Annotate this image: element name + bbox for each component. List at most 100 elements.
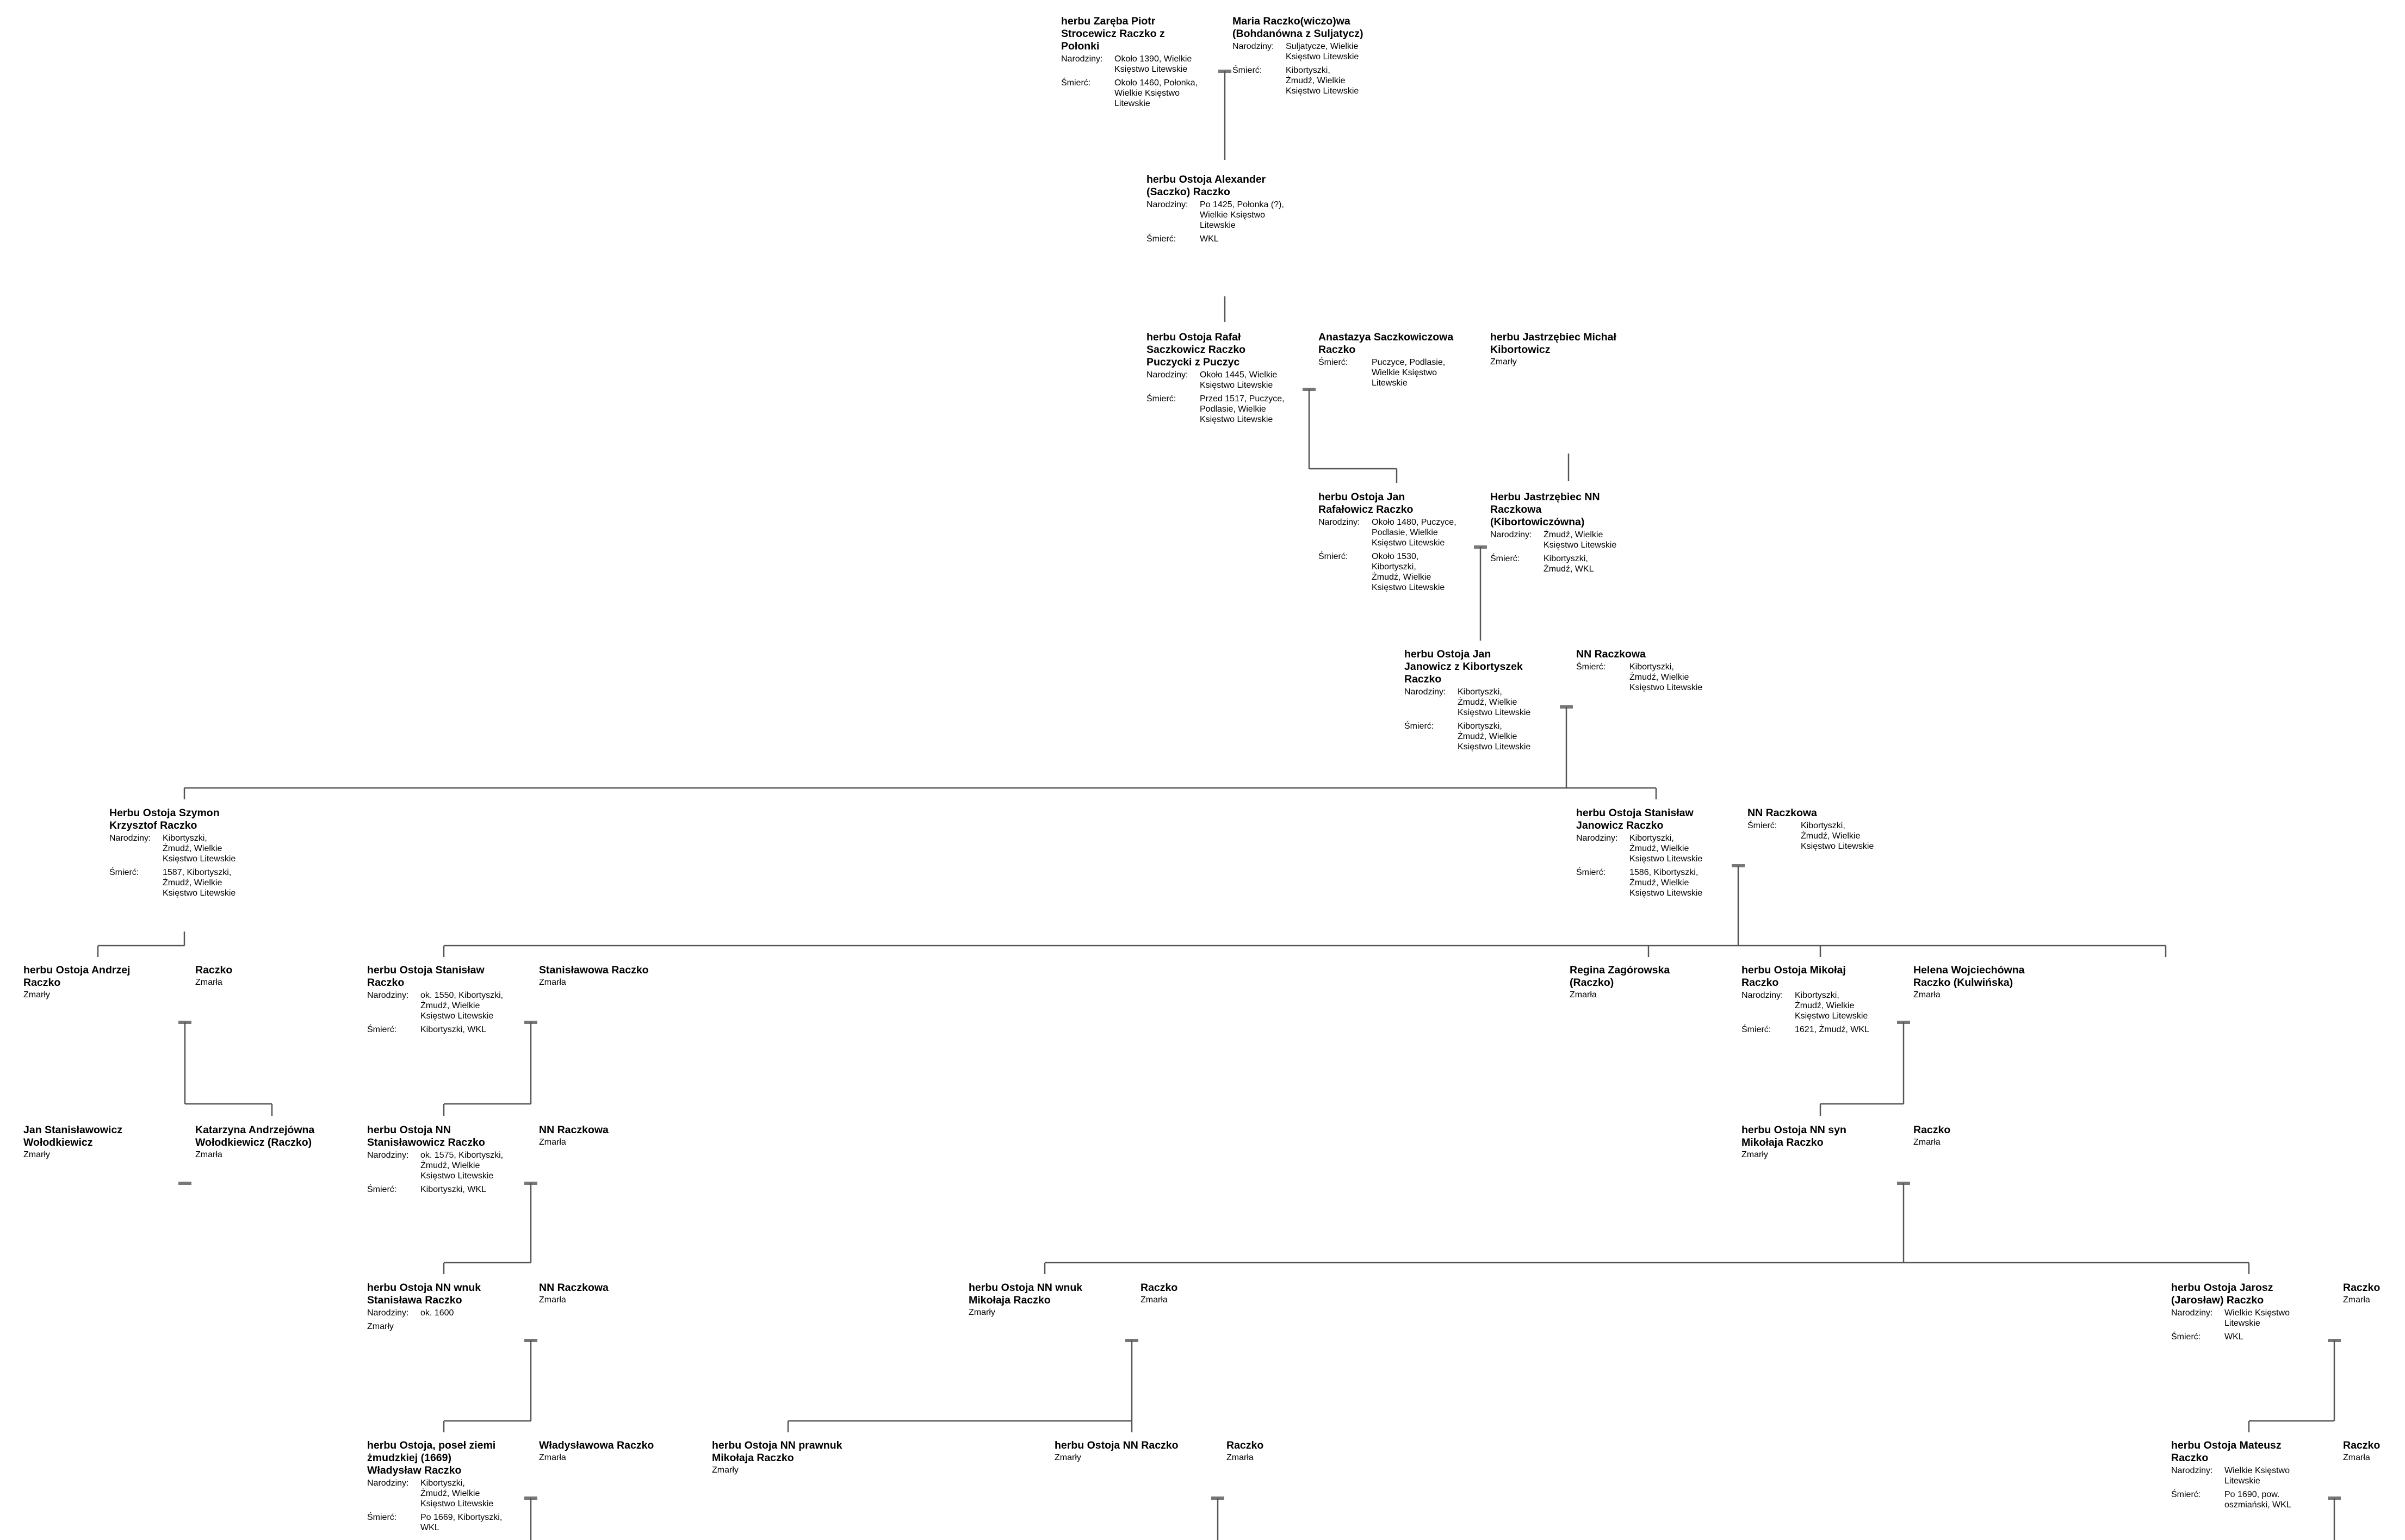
person-name: Anastazya Saczkowiczowa Raczko [1318,331,1454,356]
death-row: Śmierć:1621, Żmudź, WKL [1741,1024,1905,1035]
death-row: Śmierć:WKL [1146,234,1310,244]
birth-row: Narodziny:Kibortyszki, Żmudź, Wielkie Ks… [109,833,272,864]
death-label: Śmierć: [1232,66,1262,75]
birth-label: Narodziny: [1741,991,1783,1000]
birth-row: Narodziny:Kibortyszki, Żmudź, Wielkie Ks… [367,1478,530,1509]
person-status: Zmarła [1140,1295,1168,1305]
person-card[interactable]: herbu Zaręba Piotr Strocewicz Raczko z P… [1061,15,1224,109]
person-card[interactable]: Herbu Jastrzębiec NN Raczkowa (Kibortowi… [1490,491,1653,574]
birth-label: Narodziny: [1146,200,1188,209]
person-status: Zmarła [539,1453,566,1462]
birth-value: Po 1425, Połonka (?), Wielkie Księstwo L… [1200,200,1284,230]
person-name: Herbu Ostoja Szymon Krzysztof Raczko [109,807,220,831]
person-status: Zmarła [195,978,222,987]
death-value: Kibortyszki, WKL [420,1185,486,1194]
death-label: Śmierć: [1404,722,1434,731]
person-status: Zmarła [1570,990,1597,999]
person-name: Raczko [1913,1124,1951,1136]
person-card[interactable]: Katarzyna Andrzejówna Wołodkiewicz (Racz… [195,1124,358,1160]
birth-label: Narodziny: [367,1479,409,1488]
birth-row: Narodziny:Około 1480, Puczyce, Podlasie,… [1318,517,1482,548]
person-name: herbu Ostoja Alexander (Saczko) Raczko [1146,173,1266,198]
person-name: herbu Ostoja Andrzej Raczko [23,964,131,989]
death-row: Śmierć:Kibortyszki, Żmudź, WKL [1490,554,1653,574]
person-status: Zmarła [2343,1453,2370,1462]
person-name: herbu Ostoja Stanisław Raczko [367,964,485,989]
person-card[interactable]: Regina Zagórowska (Raczko)Zmarła [1570,964,1733,1000]
death-value: 1621, Żmudź, WKL [1795,1025,1869,1034]
birth-label: Narodziny: [367,991,409,1000]
person-status: Zmarła [1226,1453,1254,1462]
death-label: Śmierć: [1490,554,1520,563]
person-status: Zmarły [1741,1150,1768,1159]
person-card[interactable]: Helena Wojciechówna Raczko (Kulwińska)Zm… [1913,964,2077,1000]
birth-row: Narodziny: Kibortyszki, Żmudź, Wielkie Ks… [1741,990,1905,1021]
person-status: Zmarła [1913,990,1941,999]
person-name: herbu Ostoja Jan Rafałowicz Raczko [1318,491,1414,516]
person-card[interactable]: Maria Raczko(wiczo)wa (Bohdanówna z Sulj… [1232,15,1396,96]
person-name: NN Raczkowa [1576,648,1646,660]
birth-value: Kibortyszki, Żmudź, Wielkie Księstwo Lit… [1795,991,1868,1021]
person-name: Helena Wojciechówna Raczko (Kulwińska) [1913,964,2025,989]
death-value: 1586, Kibortyszki, Żmudź, Wielkie Księst… [1629,868,1703,898]
death-row: Śmierć: Przed 1517, Puczyce, Podlasie, Wi… [1146,394,1310,425]
person-name: Władysławowa Raczko [539,1439,654,1451]
person-name: herbu Ostoja Rafał Saczkowicz Raczko Puc… [1146,331,1246,368]
birth-row: Narodziny:Kibortyszki, Żmudź, Wielkie Ks… [1576,833,1739,864]
person-card[interactable]: herbu Ostoja Jan Janowicz z Kibortyszek … [1404,648,1567,752]
death-row: Śmierć:Około 1530, Kibortyszki, Żmudź, W… [1318,551,1482,593]
person-card[interactable]: herbu Ostoja, poseł ziemi żmudzkiej (166… [367,1439,530,1533]
death-value: 1587, Kibortyszki, Żmudź, Wielkie Księst… [163,868,236,898]
death-label: Śmierć: [1146,394,1176,403]
person-status: Zmarła [539,1295,566,1305]
person-name: Jan Stanisławowicz Wołodkiewicz [23,1124,123,1148]
person-name: Raczko [195,964,233,976]
person-status: Zmarła [539,1138,566,1147]
person-name: herbu Ostoja, poseł ziemi żmudzkiej (166… [367,1439,496,1476]
person-name: Raczko [1226,1439,1264,1451]
person-card[interactable]: herbu Ostoja Rafał Saczkowicz Raczko Puc… [1146,331,1310,425]
birth-row: Narodziny:Około 1390, Wielkie Księstwo L… [1061,54,1224,74]
person-name: NN Raczkowa [1747,807,1817,819]
birth-value: ok. 1575, Kibortyszki, Żmudź, Wielkie Ks… [420,1151,504,1181]
death-label: Śmierć: [2171,1490,2201,1499]
person-name: herbu Ostoja Mikołaj Raczko [1741,964,1846,989]
person-name: Stanisławowa Raczko [539,964,649,976]
birth-label: Narodziny: [109,834,151,843]
death-label: Śmierć: [1146,234,1176,244]
person-name: herbu Zaręba Piotr Strocewicz Raczko z P… [1061,15,1165,52]
person-status: Zmarły [23,1150,50,1159]
death-value: Przed 1517, Puczyce, Podlasie, Wielkie K… [1200,394,1285,424]
